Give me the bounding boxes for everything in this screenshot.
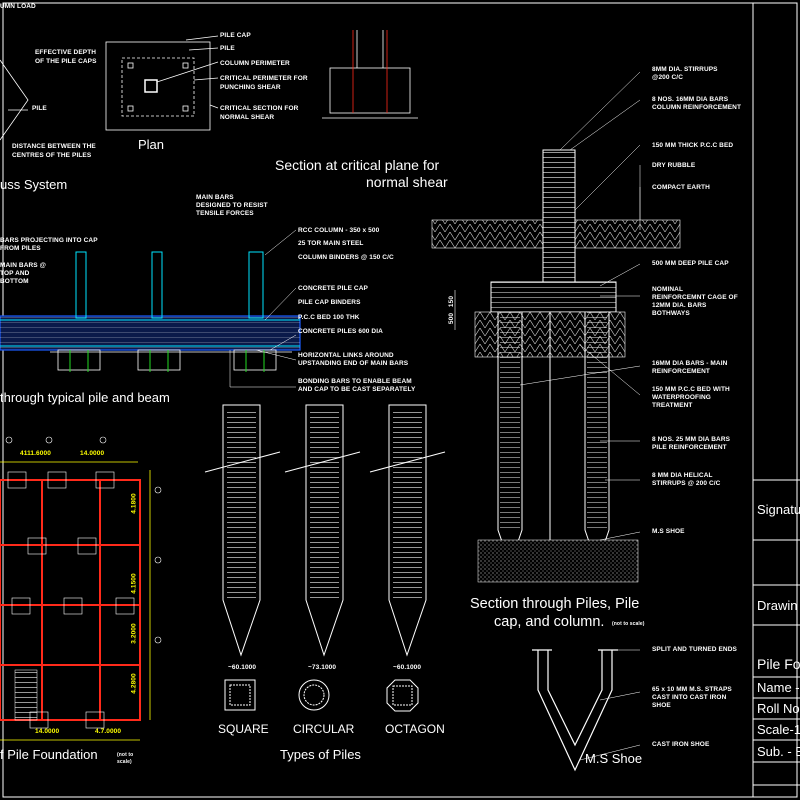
beam-label: RCC COLUMN - 350 x 500 bbox=[298, 227, 380, 234]
beam-label: MAIN BARS DESIGNED TO RESIST TENSILE FOR… bbox=[196, 194, 268, 217]
beam-label: P.C.C BED 100 THK bbox=[298, 314, 360, 321]
beam-section-title: through typical pile and beam bbox=[0, 390, 170, 405]
effective-depth-label: EFFECTIVE DEPTH OF THE PILE CAPS bbox=[35, 49, 97, 65]
pile-section-label: 150 MM THICK P.C.C BED bbox=[652, 142, 734, 149]
plan-view bbox=[105, 35, 219, 131]
pile-section-label: 8 NOS. 16MM DIA BARS COLUMN REINFORCEMEN… bbox=[652, 96, 742, 111]
beam-label: PILE CAP BINDERS bbox=[298, 299, 361, 306]
not-to-scale-note: (not to scale) bbox=[612, 621, 645, 627]
foundation-dim: 4.1800 bbox=[130, 493, 138, 514]
ms-shoe-label: CAST IRON SHOE bbox=[652, 741, 710, 748]
plan-label: CRITICAL SECTION FOR NORMAL SHEAR bbox=[220, 105, 299, 121]
project-title: Pile Fo bbox=[757, 656, 800, 672]
signature-field: Signatu bbox=[757, 502, 800, 517]
pile-section-title: Section through Piles, Pile bbox=[470, 596, 640, 612]
pile-section-title-2: cap, and column. bbox=[494, 614, 605, 630]
subject-field: Sub. - B bbox=[757, 744, 800, 759]
foundation-dim: 4.1500 bbox=[130, 573, 138, 594]
foundation-dim: 4111.6000 bbox=[20, 450, 51, 457]
foundation-dim: 14.0000 bbox=[80, 450, 105, 457]
truss-title: uss System bbox=[0, 177, 68, 192]
plan-label: PILE bbox=[220, 45, 235, 52]
name-field: Name - bbox=[757, 680, 800, 695]
roll-no-field: Roll No bbox=[757, 701, 800, 716]
plan-label: CRITICAL PERIMETER FOR PUNCHING SHEAR bbox=[220, 75, 308, 91]
pile-type-octagon: OCTAGON bbox=[385, 722, 445, 736]
pile-section-label: M.S SHOE bbox=[652, 528, 685, 535]
pile-cap-section bbox=[431, 149, 681, 583]
pile-section-label: 8 MM DIA HELICAL STIRRUPS @ 200 C/C bbox=[652, 472, 721, 487]
beam-label: HORIZONTAL LINKS AROUND UPSTANDING END O… bbox=[298, 352, 409, 367]
types-of-piles-title: Types of Piles bbox=[280, 747, 361, 762]
foundation-scale-note: (not to scale) bbox=[117, 752, 134, 765]
pile-section-label: NOMINAL REINFORCEMNT CAGE OF 12MM DIA. B… bbox=[652, 286, 738, 317]
plan-label: COLUMN PERIMETER bbox=[220, 60, 290, 67]
pile-section-label: 8 NOS. 25 MM DIA BARS PILE REINFORCEMENT bbox=[652, 436, 731, 451]
drawing-field: Drawin bbox=[757, 598, 798, 613]
pile-section-label: COMPACT EARTH bbox=[652, 184, 710, 191]
pile-types bbox=[204, 404, 446, 712]
beam-label: 25 TOR MAIN STEEL bbox=[298, 240, 364, 247]
foundation-plan-title: f Pile Foundation bbox=[0, 747, 98, 762]
pile-type-dim: ~60.1000 bbox=[228, 664, 257, 671]
pile-section-label: 8MM DIA. STIRRUPS @200 C/C bbox=[652, 66, 718, 81]
critical-section-title: Section at critical plane for bbox=[275, 157, 440, 173]
beam-label: BARS PROJECTING INTO CAP FROM PILES bbox=[0, 237, 98, 252]
title-block bbox=[753, 479, 800, 786]
beam-label: CONCRETE PILE CAP bbox=[298, 285, 368, 292]
ms-shoe-title: M.S Shoe bbox=[585, 751, 643, 766]
beam-label: CONCRETE PILES 600 DIA bbox=[298, 328, 383, 335]
plan-title: Plan bbox=[138, 137, 165, 152]
beam-label: BONDING BARS TO ENABLE BEAM AND CAP TO B… bbox=[298, 378, 416, 393]
scale-field: Scale-1: bbox=[757, 722, 800, 737]
pile-section-label: DRY RUBBLE bbox=[652, 162, 696, 169]
foundation-plan bbox=[0, 436, 162, 741]
ms-shoe-label: 65 x 10 MM M.S. STRAPS CAST INTO CAST IR… bbox=[652, 686, 732, 709]
pile-type-circular: CIRCULAR bbox=[293, 722, 355, 736]
beam-label: MAIN BARS @ TOP AND BOTTOM bbox=[0, 262, 47, 285]
pile-type-dim: ~60.1000 bbox=[393, 664, 422, 671]
ms-shoe bbox=[532, 649, 618, 772]
ms-shoe-label: SPLIT AND TURNED ENDS bbox=[652, 646, 737, 653]
pile-type-dim: ~73.1000 bbox=[308, 664, 337, 671]
pile-beam-section bbox=[0, 251, 301, 372]
pile-label: PILE bbox=[32, 105, 47, 112]
pile-section-label: 16MM DIA BARS - MAIN REINFORCEMENT bbox=[652, 360, 728, 375]
column-load-label: UMN LOAD bbox=[0, 3, 36, 10]
foundation-dim: 3.2000 bbox=[130, 623, 138, 644]
distance-label: DISTANCE BETWEEN THE CENTRES OF THE PILE… bbox=[12, 143, 96, 159]
foundation-dim: 4.2800 bbox=[130, 673, 138, 694]
foundation-dim: 4.7.0000 bbox=[95, 728, 122, 735]
foundation-dim: 14.0000 bbox=[35, 728, 60, 735]
pile-type-square: SQUARE bbox=[218, 722, 269, 736]
dimension-500: 500 bbox=[448, 312, 456, 325]
critical-section bbox=[322, 30, 418, 119]
leader-lines bbox=[229, 71, 641, 761]
pile-section-label: 150 MM P.C.C BED WITH WATERPROOFING TREA… bbox=[652, 386, 730, 409]
truss-diagram bbox=[0, 59, 29, 141]
dimension-150: 150 bbox=[448, 295, 456, 308]
beam-label: COLUMN BINDERS @ 150 C/C bbox=[298, 254, 394, 261]
pile-section-label: 500 MM DEEP PILE CAP bbox=[652, 260, 729, 267]
critical-section-title-2: normal shear bbox=[366, 174, 448, 190]
plan-label: PILE CAP bbox=[220, 32, 251, 39]
